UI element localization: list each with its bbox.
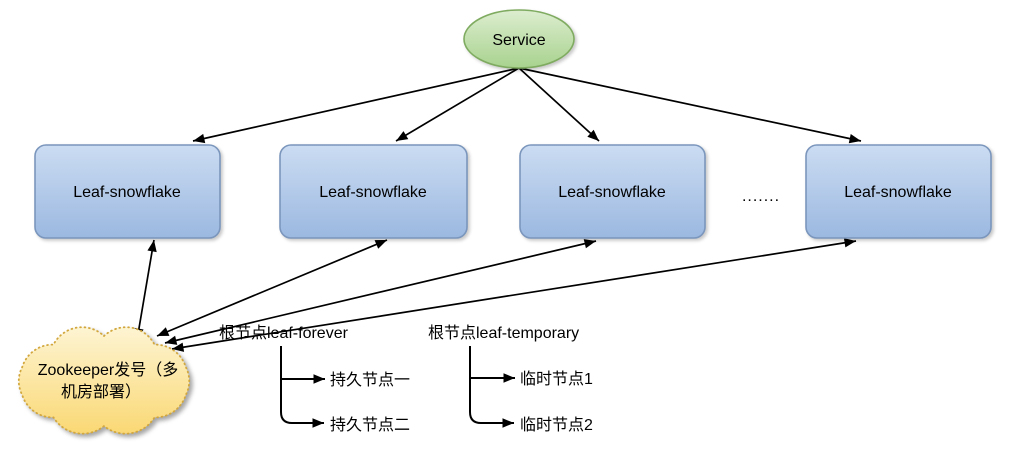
leaf-node-4-box — [805, 144, 992, 239]
leaf-node-3-label: Leaf-snowflake — [558, 184, 666, 201]
leaf-node-1: Leaf-snowflake — [34, 144, 221, 239]
zookeeper-label-line1: Zookeeper发号（多 — [38, 361, 179, 379]
leaf-node-2-label: Leaf-snowflake — [319, 184, 427, 201]
tree-leaf-forever: 根节点leaf-forever 持久节点一 持久节点二 — [219, 324, 410, 434]
tree-leaf-temporary: 根节点leaf-temporary 临时节点1 临时节点2 — [428, 324, 593, 434]
leaf-node-3: Leaf-snowflake — [519, 144, 706, 239]
tree-forever-branch2-line — [280, 346, 324, 428]
tree-temporary-child1-label: 临时节点1 — [520, 370, 593, 388]
leaf-nodes-group: Leaf-snowflake Leaf-snowflake Leaf-snowf… — [34, 144, 992, 239]
tree-forever-child1-label: 持久节点一 — [330, 371, 410, 389]
arrow-service-to-leaf-4 — [518, 67, 862, 144]
zookeeper-cloud: Zookeeper发号（多 机房部署） — [17, 326, 191, 435]
leaf-node-2-box — [279, 144, 468, 239]
tree-temporary-root-label: 根节点leaf-temporary — [428, 324, 579, 342]
arrow-leaf4-zookeeper — [171, 238, 857, 352]
leaf-node-4: Leaf-snowflake — [805, 144, 992, 239]
arrow-service-to-leaf-1 — [192, 67, 520, 144]
leaf-node-2: Leaf-snowflake — [279, 144, 468, 239]
arrow-leaf2-zookeeper — [156, 239, 388, 337]
service-label: Service — [492, 32, 545, 49]
tree-forever-root-label: 根节点leaf-forever — [219, 324, 349, 342]
service-arrows-group — [192, 67, 862, 144]
cloud-shape — [17, 326, 191, 435]
tree-forever-branches — [280, 346, 325, 428]
zookeeper-label-line2: 机房部署） — [61, 383, 141, 401]
tree-forever-child2-label: 持久节点二 — [330, 416, 410, 434]
zookeeper-arrows-group — [134, 238, 857, 352]
leaf-node-1-label: Leaf-snowflake — [73, 184, 181, 201]
ellipsis-dots: ....... — [742, 188, 780, 205]
service-node: Service — [463, 9, 575, 69]
leaf-node-1-box — [34, 144, 221, 239]
tree-temporary-child2-label: 临时节点2 — [520, 416, 593, 434]
arrow-service-to-leaf-2 — [395, 67, 520, 142]
arrow-service-to-leaf-3 — [518, 67, 600, 142]
tree-temporary-branch2-line — [469, 346, 514, 428]
service-ellipse — [463, 9, 575, 69]
arrow-leaf1-zookeeper — [134, 239, 157, 341]
leaf-node-4-label: Leaf-snowflake — [844, 184, 952, 201]
leaf-node-3-box — [519, 144, 706, 239]
tree-temporary-branches — [469, 346, 515, 428]
